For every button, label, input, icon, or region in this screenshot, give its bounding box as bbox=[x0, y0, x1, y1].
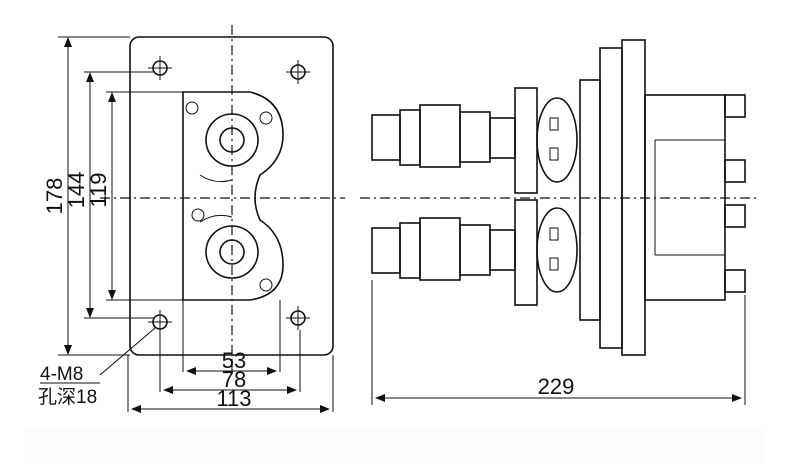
dim-229: 229 bbox=[538, 374, 575, 399]
dim-119: 119 bbox=[86, 172, 111, 207]
bottom-band bbox=[25, 430, 765, 464]
dim-78: 78 bbox=[222, 367, 246, 392]
side-view bbox=[360, 39, 760, 405]
cable-gland-upper bbox=[371, 87, 578, 194]
front-view bbox=[40, 25, 345, 413]
hole-depth-label: 孔深18 bbox=[38, 386, 97, 408]
socket-module bbox=[182, 91, 284, 301]
dim-144: 144 bbox=[64, 172, 89, 209]
thread-label: 4-M8 bbox=[40, 364, 83, 385]
dim-113: 113 bbox=[216, 386, 251, 411]
terminal-bolts bbox=[724, 94, 746, 293]
cable-gland-lower bbox=[371, 199, 578, 306]
dim-178: 178 bbox=[42, 178, 67, 215]
mounting-holes bbox=[148, 56, 310, 334]
dim-53: 53 bbox=[222, 348, 246, 373]
